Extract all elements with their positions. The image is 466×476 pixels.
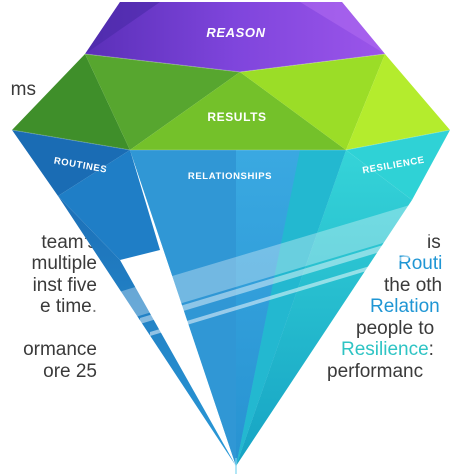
- left-text-line-4: inst five: [32, 275, 97, 296]
- light-streak-2: [140, 228, 440, 324]
- right-text-relationships: Relation: [370, 296, 440, 317]
- facet-reason-shade-right: [300, 2, 385, 54]
- facet-results-right-outer: [346, 54, 450, 150]
- facet-pavilion-right-inner: [236, 150, 346, 466]
- facet-pavilion-right: [236, 150, 412, 466]
- facet-label-reason: REASON: [206, 25, 265, 40]
- left-text-line-1: ms: [10, 79, 36, 100]
- right-text-line-7: performanc: [327, 361, 424, 382]
- facet-reason-shade-left: [85, 2, 160, 54]
- facet-results-center: [130, 72, 346, 150]
- facet-relationships-shade: [130, 150, 236, 466]
- left-text-line-6: ormance: [23, 339, 97, 360]
- facet-reason: [85, 2, 385, 72]
- girdle-edge: [11, 129, 451, 151]
- left-text-line-3: multiple: [31, 253, 97, 274]
- facet-pavilion-left: [58, 196, 236, 466]
- facet-edges: [84, 53, 386, 73]
- right-text-line-3: the oth: [384, 275, 443, 296]
- light-streak-3: [150, 248, 430, 336]
- right-text-resilience: Resilience:: [341, 339, 434, 361]
- left-text-line-7: ore 25: [43, 361, 97, 382]
- light-streak-1: [92, 196, 440, 330]
- right-text-line-1: is: [427, 232, 441, 253]
- left-text-line-2: team’s: [41, 232, 97, 253]
- facet-results-left-outer: [12, 54, 130, 150]
- resilience-colon: :: [428, 339, 434, 360]
- facet-results-right-inner: [240, 54, 385, 150]
- facet-label-results: RESULTS: [207, 110, 266, 124]
- right-text-line-5: people to: [356, 318, 435, 339]
- facet-resilience-right: [346, 130, 450, 200]
- facet-routines-main: [58, 150, 160, 260]
- left-text-line-5: e time.: [39, 296, 97, 317]
- facet-label-relationships: RELATIONSHIPS: [188, 171, 272, 182]
- facet-routines-left: [12, 130, 130, 196]
- resilience-label: Resilience: [341, 339, 429, 360]
- facet-results-left-inner: [85, 54, 240, 150]
